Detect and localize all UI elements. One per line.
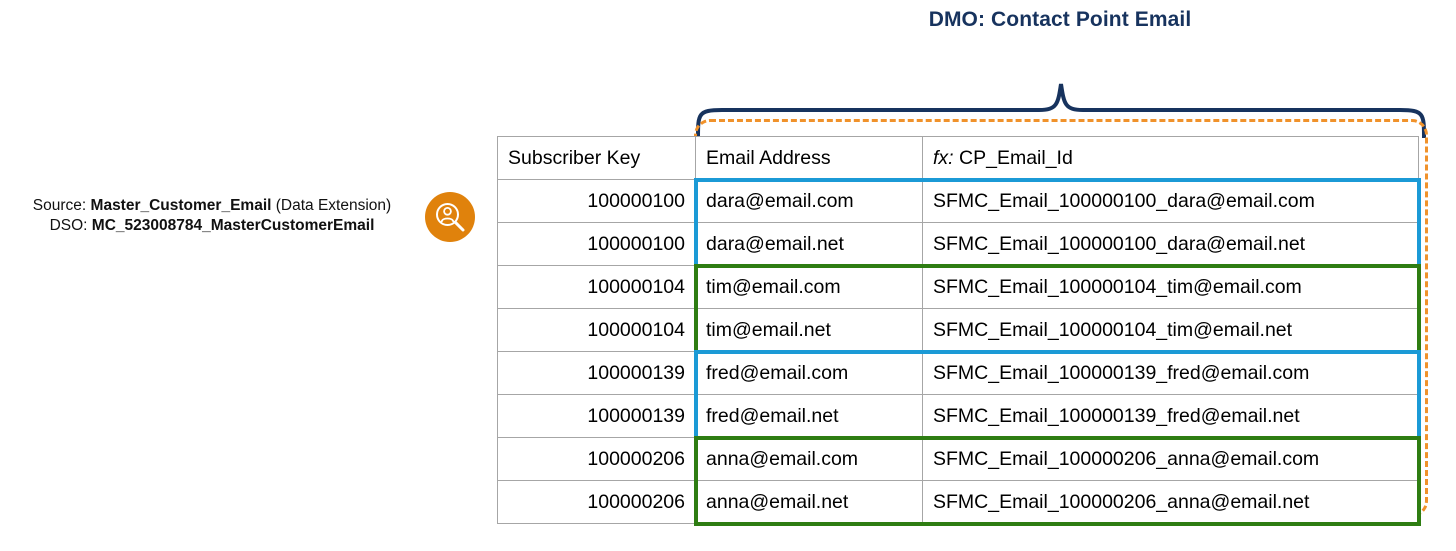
- cell-email-address: anna@email.net: [695, 480, 923, 524]
- contact-point-email-table: Subscriber Key Email Address fx: CP_Emai…: [497, 136, 1419, 524]
- source-line-1-suffix: (Data Extension): [271, 197, 392, 214]
- source-label: Source: Master_Customer_Email (Data Exte…: [12, 196, 412, 236]
- cell-subscriber-key: 100000206: [497, 480, 696, 524]
- cell-subscriber-key: 100000104: [497, 308, 696, 352]
- source-line-1-prefix: Source:: [32, 197, 91, 214]
- cell-cp-email-id: SFMC_Email_100000139_fred@email.net: [922, 394, 1419, 438]
- navy-curly-brace-icon: [696, 83, 1426, 138]
- cell-subscriber-key: 100000104: [497, 265, 696, 309]
- cell-cp-email-id: SFMC_Email_100000100_dara@email.com: [922, 179, 1419, 223]
- cell-subscriber-key: 100000139: [497, 394, 696, 438]
- column-header-subscriber-key: Subscriber Key: [497, 136, 696, 180]
- cell-email-address: tim@email.net: [695, 308, 923, 352]
- source-data-extension-name: Master_Customer_Email: [90, 197, 272, 214]
- cell-subscriber-key: 100000100: [497, 222, 696, 266]
- cell-email-address: tim@email.com: [695, 265, 923, 309]
- source-line-2: DSO: MC_523008784_MasterCustomerEmail: [12, 216, 412, 236]
- cell-cp-email-id: SFMC_Email_100000139_fred@email.com: [922, 351, 1419, 395]
- source-icon-badge: [425, 192, 475, 242]
- cell-email-address: dara@email.com: [695, 179, 923, 223]
- column-header-cp-email-id: fx: CP_Email_Id: [922, 136, 1419, 180]
- column-header-email-address: Email Address: [695, 136, 923, 180]
- cell-email-address: anna@email.com: [695, 437, 923, 481]
- fx-prefix-label: fx:: [933, 146, 954, 169]
- source-line-2-prefix: DSO:: [49, 217, 92, 234]
- cell-subscriber-key: 100000100: [497, 179, 696, 223]
- cell-subscriber-key: 100000139: [497, 351, 696, 395]
- cell-subscriber-key: 100000206: [497, 437, 696, 481]
- source-line-1: Source: Master_Customer_Email (Data Exte…: [12, 196, 412, 216]
- cell-cp-email-id: SFMC_Email_100000206_anna@email.com: [922, 437, 1419, 481]
- source-dso-name: MC_523008784_MasterCustomerEmail: [91, 217, 375, 234]
- cell-cp-email-id: SFMC_Email_100000104_tim@email.com: [922, 265, 1419, 309]
- cell-email-address: dara@email.net: [695, 222, 923, 266]
- cell-email-address: fred@email.com: [695, 351, 923, 395]
- cell-cp-email-id: SFMC_Email_100000100_dara@email.net: [922, 222, 1419, 266]
- cell-cp-email-id: SFMC_Email_100000104_tim@email.net: [922, 308, 1419, 352]
- cp-email-id-label: CP_Email_Id: [953, 146, 1073, 169]
- table-header-row: Subscriber Key Email Address fx: CP_Emai…: [497, 136, 1419, 180]
- dmo-title: DMO: Contact Point Email: [928, 8, 1192, 31]
- person-magnifier-icon: [436, 203, 465, 232]
- cell-email-address: fred@email.net: [695, 394, 923, 438]
- cell-cp-email-id: SFMC_Email_100000206_anna@email.net: [922, 480, 1419, 524]
